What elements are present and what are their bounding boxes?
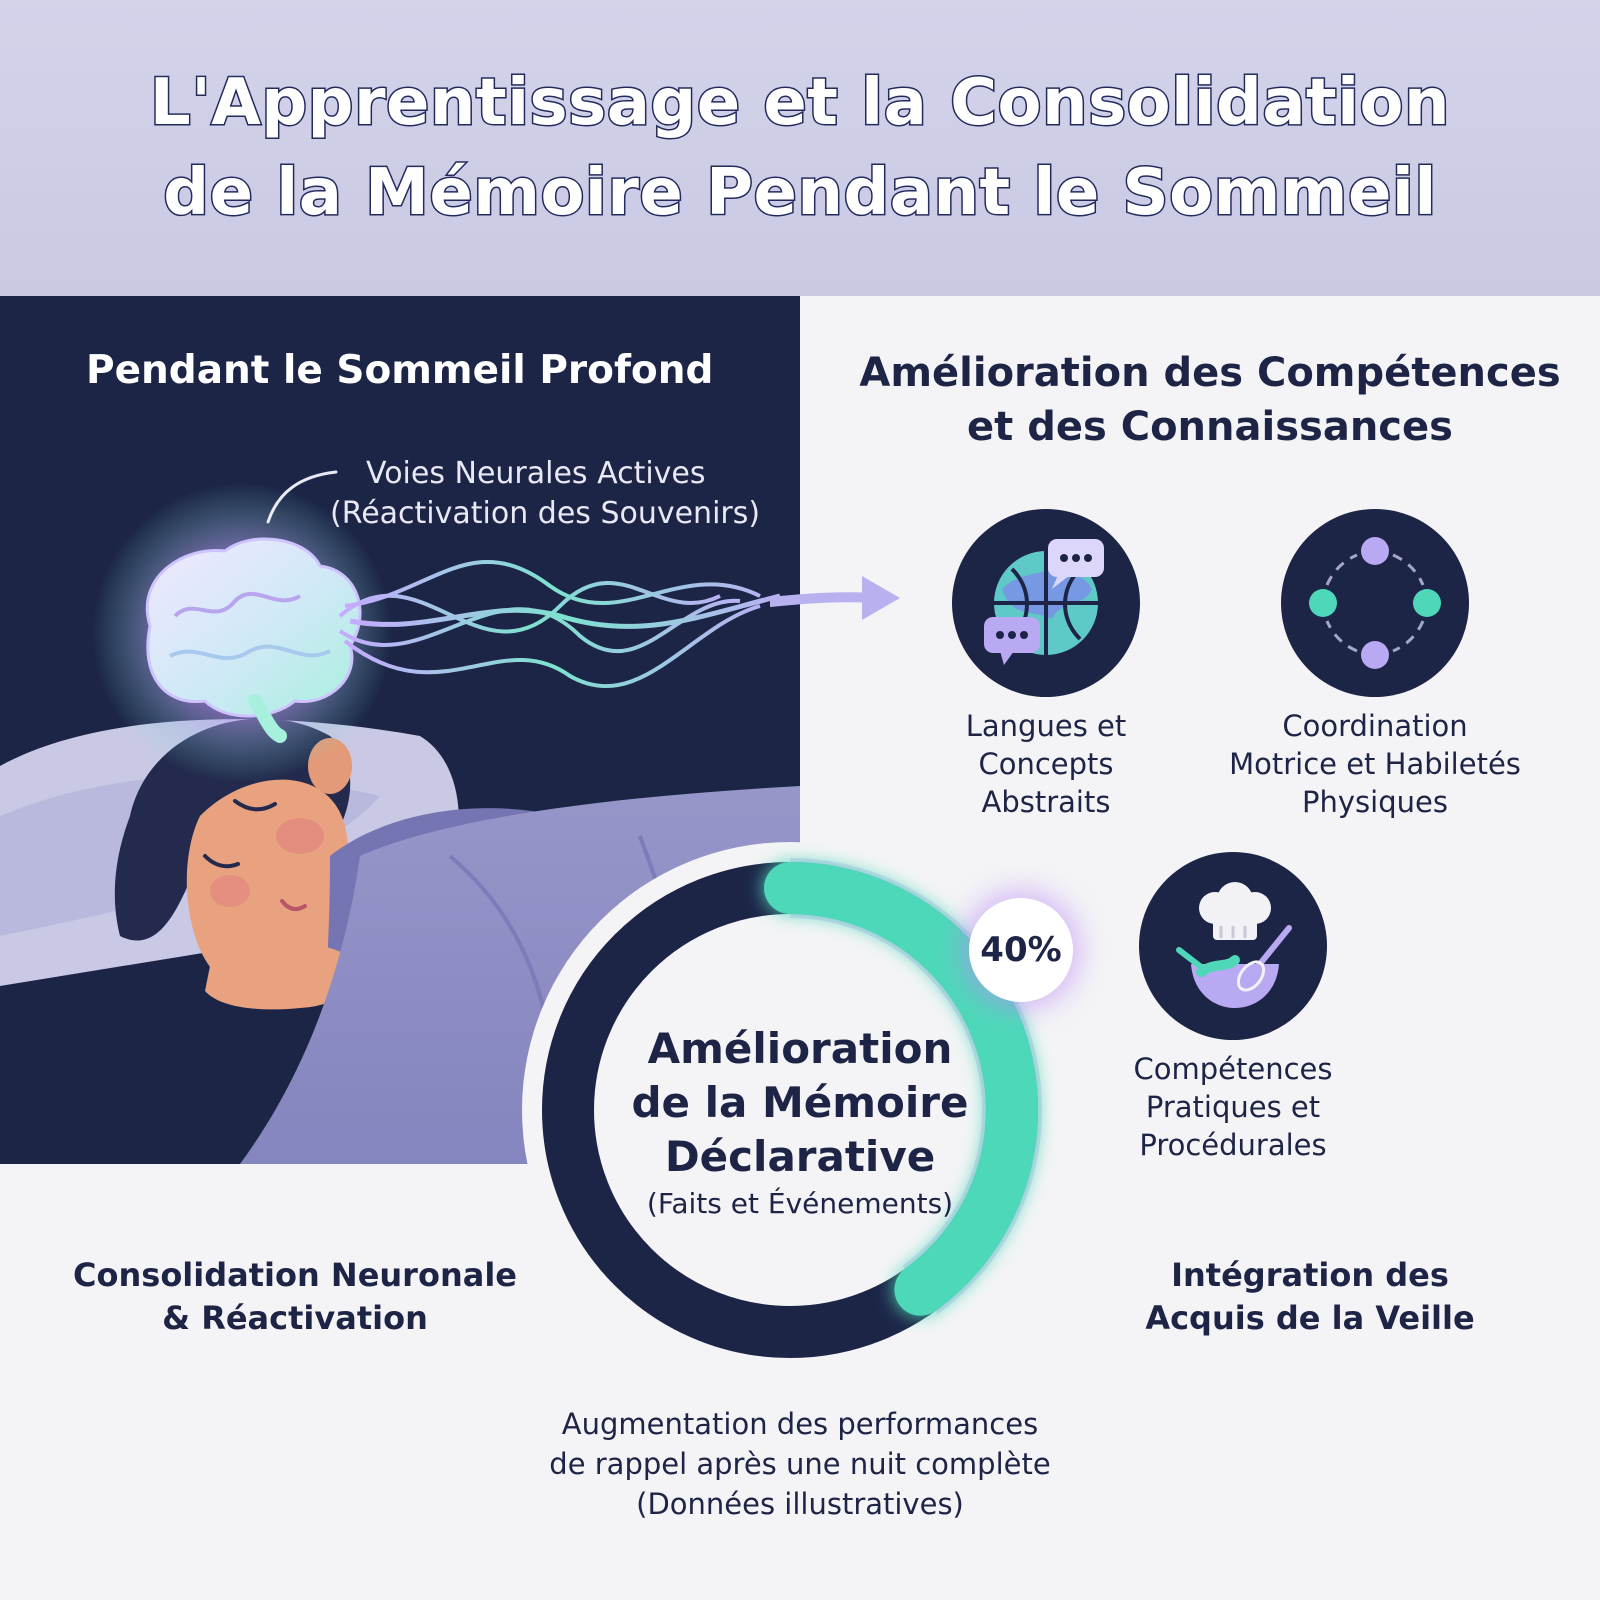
skill-label-motor-line-2: Motrice et Habiletés bbox=[1229, 747, 1521, 781]
integration-label-line-2: Acquis de la Veille bbox=[1145, 1299, 1475, 1337]
skills-section-title: Amélioration des Compétences et des Conn… bbox=[820, 346, 1600, 454]
integration-label-line-1: Intégration des bbox=[1171, 1256, 1449, 1294]
skill-label-procedural-line-1: Compétences bbox=[1133, 1052, 1333, 1086]
donut-center-label: Amélioration de la Mémoire Déclarative (… bbox=[590, 1022, 1010, 1224]
integration-label: Intégration des Acquis de la Veille bbox=[1100, 1254, 1520, 1340]
skills-title-line-2: et des Connaissances bbox=[967, 404, 1453, 450]
globe-speech-icon bbox=[952, 509, 1140, 697]
page-title-line-2: de la Mémoire Pendant le Sommeil bbox=[162, 155, 1438, 232]
memory-donut bbox=[522, 842, 1058, 1378]
donut-center-line-2: de la Mémoire bbox=[631, 1078, 969, 1127]
skills-title-line-1: Amélioration des Compétences bbox=[859, 350, 1561, 396]
skill-label-languages-line-1: Langues et bbox=[965, 709, 1127, 743]
pathway-arrow-icon bbox=[770, 576, 900, 620]
recall-caption-line-3: (Données illustratives) bbox=[636, 1487, 964, 1521]
pathways-label: Voies Neurales Actives (Réactivation des… bbox=[330, 454, 770, 534]
pathways-label-line-1: Voies Neurales Actives bbox=[366, 456, 706, 491]
consolidation-label-line-2: & Réactivation bbox=[162, 1299, 428, 1337]
consolidation-label: Consolidation Neuronale & Réactivation bbox=[60, 1254, 530, 1340]
skill-label-languages-line-2: Concepts bbox=[978, 747, 1114, 781]
skill-label-motor: Coordination Motrice et Habiletés Physiq… bbox=[1200, 707, 1550, 821]
scene-title: Pendant le Sommeil Profond bbox=[86, 348, 714, 393]
page-title-line-1: L'Apprentissage et la Consolidation bbox=[148, 65, 1451, 142]
skill-label-languages: Langues et Concepts Abstraits bbox=[900, 707, 1192, 821]
skill-label-procedural-line-3: Procédurales bbox=[1139, 1128, 1327, 1162]
pathways-label-line-2: (Réactivation des Souvenirs) bbox=[330, 496, 761, 531]
chef-whisk-icon bbox=[1139, 852, 1327, 1040]
skill-label-motor-line-1: Coordination bbox=[1282, 709, 1468, 743]
coordination-cycle-icon bbox=[1281, 509, 1469, 697]
consolidation-label-line-1: Consolidation Neuronale bbox=[73, 1256, 517, 1294]
skill-label-motor-line-3: Physiques bbox=[1302, 785, 1448, 819]
header-banner bbox=[0, 0, 1600, 296]
skill-label-procedural: Compétences Pratiques et Procédurales bbox=[1090, 1050, 1376, 1164]
percent-badge: 40% bbox=[969, 898, 1073, 1002]
donut-center-sub: (Faits et Événements) bbox=[646, 1187, 954, 1220]
recall-caption-line-1: Augmentation des performances bbox=[561, 1407, 1039, 1441]
skill-label-procedural-line-2: Pratiques et bbox=[1145, 1090, 1321, 1124]
donut-center-line-1: Amélioration bbox=[647, 1024, 953, 1073]
donut-center-line-3: Déclarative bbox=[664, 1132, 936, 1181]
skill-label-languages-line-3: Abstraits bbox=[981, 785, 1111, 819]
recall-caption: Augmentation des performances de rappel … bbox=[480, 1404, 1120, 1524]
donut-value-arc bbox=[542, 862, 1038, 1358]
recall-caption-line-2: de rappel après une nuit complète bbox=[549, 1447, 1051, 1481]
